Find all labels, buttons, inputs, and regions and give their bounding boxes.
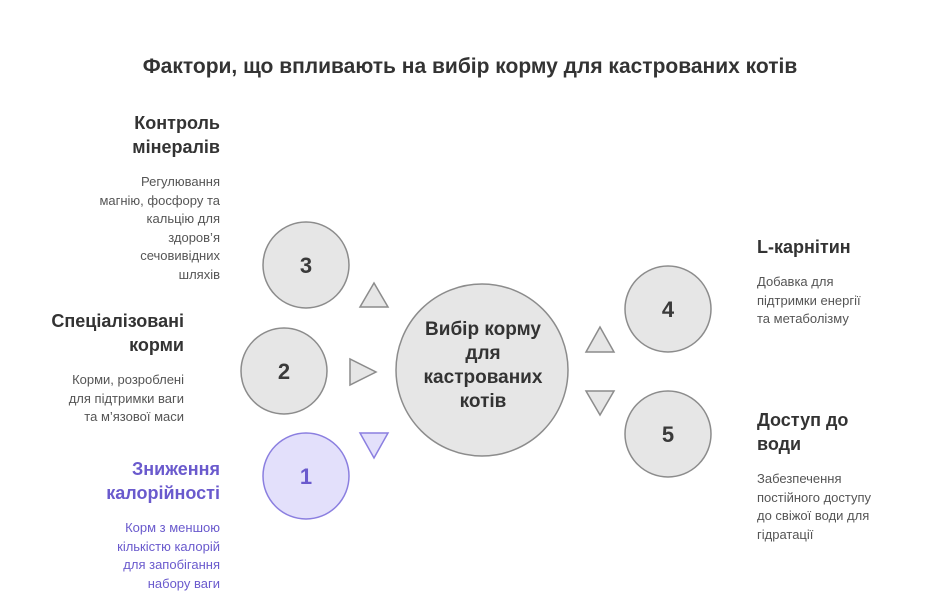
factor-circle-5[interactable]: [624, 390, 712, 478]
center-label-line: Вибір корму: [425, 319, 541, 340]
arrow-triangle-up-left: [358, 281, 390, 308]
factor-calorie-reduction: Зниження калорійності Корм з меншою кіль…: [0, 457, 220, 593]
arrow-triangle-right: [349, 357, 378, 387]
factor-number-4: 4: [662, 297, 675, 322]
factor-description: Корм з меншою кількістю калорій для запо…: [117, 520, 220, 591]
factor-heading: L-карнітин: [757, 237, 851, 257]
arrow-triangle-down-accent: [358, 432, 390, 460]
factor-circle-2[interactable]: [240, 327, 328, 415]
factor-number-1: 1: [300, 464, 312, 489]
factor-heading: Доступ до води: [757, 410, 849, 454]
arrow-triangle-down-right: [584, 390, 616, 417]
factor-heading: Спеціалізовані корми: [51, 311, 184, 355]
factor-specialized-food: Спеціалізовані корми Корми, розроблені д…: [0, 309, 184, 427]
factor-circle-3[interactable]: [262, 221, 350, 309]
factor-circle-1[interactable]: [262, 432, 350, 520]
factor-heading: Контроль мінералів: [132, 113, 220, 157]
factor-description: Корми, розроблені для підтримки ваги та …: [68, 372, 184, 424]
factor-number-3: 3: [300, 253, 312, 278]
center-label-line: для: [465, 343, 501, 364]
factor-description: Добавка для підтримки енергії та метабол…: [757, 274, 861, 326]
factor-description: Забезпечення постійного доступу до свіжо…: [757, 471, 872, 542]
factor-water-access: Доступ до води Забезпечення постійного д…: [757, 408, 927, 544]
factor-heading: Зниження калорійності: [106, 459, 220, 503]
center-label: Вибір корму для кастрованих котів: [400, 318, 566, 414]
factor-circle-4[interactable]: [624, 265, 712, 353]
center-label-line: кастрованих: [423, 367, 543, 388]
center-circle: [395, 283, 569, 457]
factor-number-5: 5: [662, 422, 674, 447]
page-title: Фактори, що впливають на вибір корму для…: [142, 55, 798, 78]
factor-number-2: 2: [278, 359, 290, 384]
factor-l-carnitine: L-карнітин Добавка для підтримки енергії…: [757, 235, 927, 329]
factor-description: Регулювання магнію, фосфору та кальцію д…: [99, 174, 220, 282]
factor-mineral-control: Контроль мінералів Регулювання магнію, ф…: [0, 111, 220, 284]
center-label-line: котів: [459, 391, 507, 412]
arrow-triangle-up-right: [584, 325, 616, 353]
